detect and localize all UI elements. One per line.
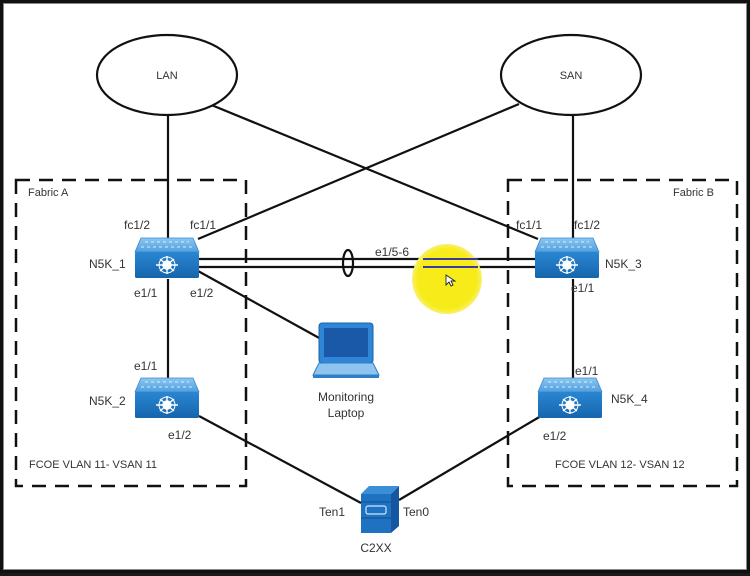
fabric-a-vlan-label: FCOE VLAN 11- VSAN 11 xyxy=(29,459,157,471)
port-label: e1/1 xyxy=(575,364,599,378)
server-c2xx-label: C2XX xyxy=(360,541,391,555)
server-icon xyxy=(361,486,399,533)
link-san-n5k1 xyxy=(197,102,520,241)
monitoring-laptop[interactable] xyxy=(312,322,380,378)
nexus-switch-icon xyxy=(134,237,200,279)
cloud-san-label: SAN xyxy=(560,70,583,82)
fabric-b-label: Fabric B xyxy=(673,187,714,199)
port-label: e1/2 xyxy=(168,428,192,442)
port-label: fc1/2 xyxy=(574,218,600,232)
cloud-san: SAN xyxy=(499,33,643,117)
switch-n5k-3-label: N5K_3 xyxy=(605,257,642,271)
server-c2xx[interactable] xyxy=(361,486,399,533)
fabric-a-label: Fabric A xyxy=(28,187,69,199)
mouse-cursor-icon xyxy=(445,274,457,287)
link-n5k2-c2xx xyxy=(198,415,362,504)
port-label: e1/2 xyxy=(190,286,214,300)
link-n5k4-c2xx xyxy=(398,415,542,501)
switch-n5k-1[interactable] xyxy=(134,237,200,279)
port-label: e1/2 xyxy=(543,429,567,443)
laptop-label-line1: Monitoring xyxy=(318,390,374,404)
port-label: e1/1 xyxy=(134,286,158,300)
switch-n5k-4-label: N5K_4 xyxy=(611,392,648,406)
cloud-lan: LAN xyxy=(95,33,239,117)
network-topology-diagram: LAN SAN Fabric A Fabric B FCOE VLAN 11- … xyxy=(14,33,739,555)
port-label: fc1/1 xyxy=(190,218,216,232)
switch-n5k-2-label: N5K_2 xyxy=(89,394,126,408)
cloud-lan-label: LAN xyxy=(156,70,177,82)
switch-n5k-4[interactable] xyxy=(537,377,603,419)
link-lan-n5k3 xyxy=(208,102,539,241)
switch-n5k-1-label: N5K_1 xyxy=(89,257,126,271)
port-label: fc1/1 xyxy=(516,218,542,232)
port-label: e1/1 xyxy=(134,359,158,373)
switch-n5k-2[interactable] xyxy=(134,377,200,419)
laptop-label-line2: Laptop xyxy=(328,406,365,420)
laptop-icon xyxy=(312,322,380,378)
fabric-b-vlan-label: FCOE VLAN 12- VSAN 12 xyxy=(555,459,685,471)
link-n5k1-laptop xyxy=(197,270,322,340)
portchannel-bundle-icon xyxy=(341,248,355,278)
fabric-b-boundary xyxy=(506,178,739,488)
fabric-a-boundary xyxy=(14,178,248,488)
switch-n5k-3[interactable] xyxy=(534,237,600,279)
port-label: fc1/2 xyxy=(124,218,150,232)
port-label: Ten0 xyxy=(403,505,429,519)
nexus-switch-icon xyxy=(134,377,200,419)
portchannel-label: e1/5-6 xyxy=(375,245,409,259)
nexus-switch-icon xyxy=(537,377,603,419)
port-label: e1/1 xyxy=(571,281,595,295)
port-label: Ten1 xyxy=(319,505,345,519)
nexus-switch-icon xyxy=(534,237,600,279)
